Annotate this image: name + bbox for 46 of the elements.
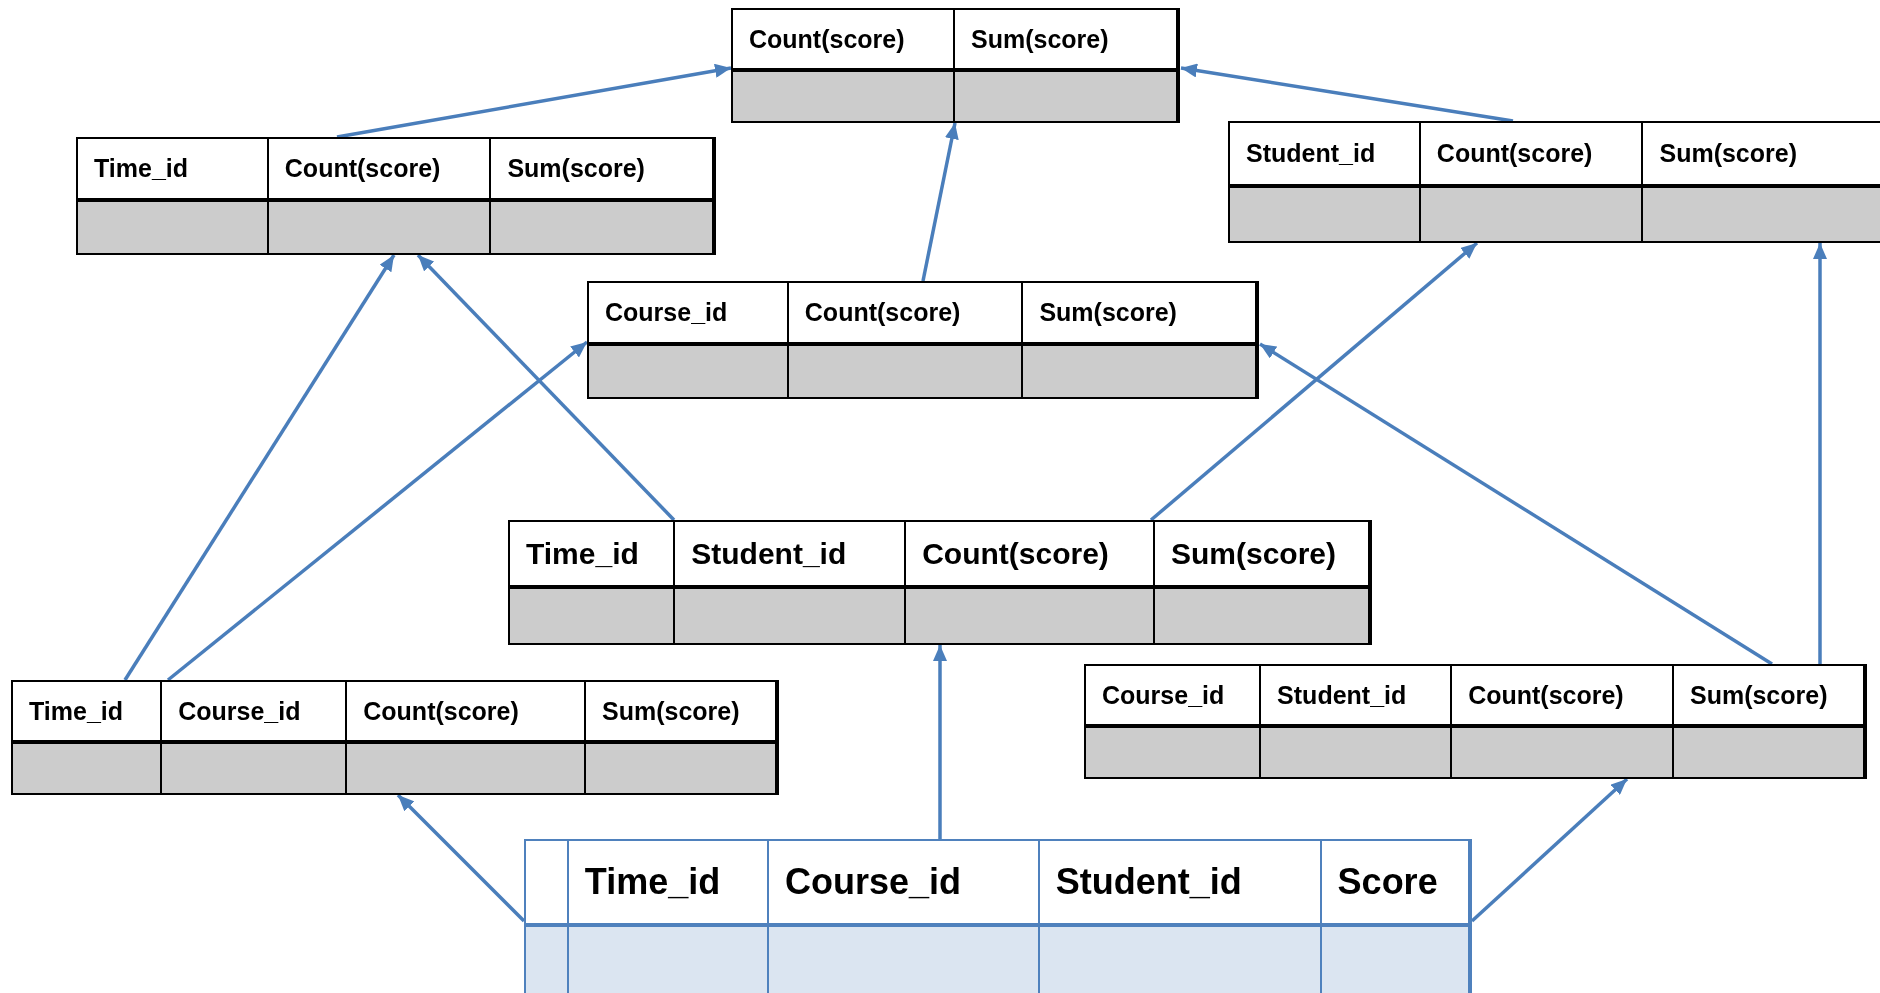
column-header: Student_id: [675, 522, 907, 585]
arrow: [396, 793, 526, 923]
table: [587, 281, 1259, 399]
arrow: [1180, 63, 1514, 123]
column-header: Count(score): [1452, 666, 1674, 724]
column-header: Course_id: [1086, 666, 1262, 724]
arrow: [336, 63, 732, 139]
table: [731, 8, 1180, 123]
table: [76, 137, 716, 255]
column-header: Count(score): [788, 283, 1024, 342]
column-header: Time_id: [510, 522, 676, 585]
arrow: [1813, 243, 1827, 664]
table: [1084, 664, 1867, 779]
column-header: Sum(score): [491, 139, 714, 198]
arrow: [1149, 241, 1479, 522]
column-header: Count(score): [347, 682, 586, 740]
column-header: Score: [1321, 841, 1470, 923]
table: [524, 839, 1472, 993]
column-header: Count(score): [1420, 123, 1644, 184]
column-header: Sum(score): [586, 682, 777, 740]
arrow: [166, 340, 589, 682]
table: [508, 520, 1372, 645]
column-header: Student_id: [1230, 123, 1421, 184]
arrow: [921, 122, 959, 282]
column-header: Sum(score): [1673, 666, 1865, 724]
column-header: Sum(score): [955, 10, 1178, 68]
column-header: Count(score): [268, 139, 492, 198]
column-header: Time_id: [13, 682, 163, 740]
arrow: [123, 254, 396, 681]
column-header: Sum(score): [1023, 283, 1257, 342]
arrow: [1259, 342, 1773, 666]
column-header: Time_id: [568, 841, 769, 923]
column-header: Student_id: [1261, 666, 1453, 724]
table: [11, 680, 779, 795]
column-header: Time_id: [78, 139, 269, 198]
column-header: Student_id: [1039, 841, 1322, 923]
column-header: Sum(score): [1643, 123, 1880, 184]
column-header: Course_id: [768, 841, 1040, 923]
column-header: Count(score): [733, 10, 955, 68]
arrow: [416, 253, 676, 522]
column-header: Course_id: [162, 682, 348, 740]
table: [1228, 121, 1880, 243]
column-header: Sum(score): [1155, 522, 1370, 585]
arrow: [933, 645, 947, 839]
column-header: Course_id: [589, 283, 789, 342]
column-header: Count(score): [906, 522, 1155, 585]
